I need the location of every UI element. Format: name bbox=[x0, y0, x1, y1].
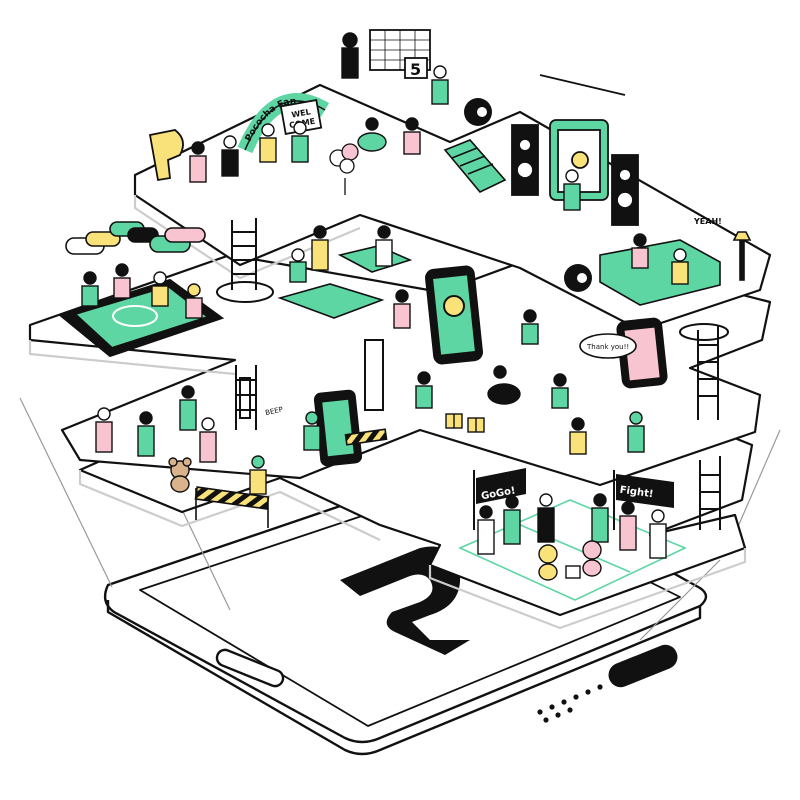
video-call-phone bbox=[425, 265, 668, 389]
pococha-logo-icon bbox=[148, 129, 184, 182]
stadium-floor bbox=[458, 499, 687, 601]
ladders bbox=[231, 218, 721, 530]
speaker-icon bbox=[511, 124, 539, 196]
pill-bubbles bbox=[65, 221, 206, 255]
green-staircase bbox=[443, 139, 507, 193]
person bbox=[537, 493, 555, 543]
people-crowd bbox=[81, 32, 689, 559]
yeah-text: YEAH! bbox=[693, 217, 722, 226]
person bbox=[185, 283, 203, 319]
person bbox=[627, 411, 645, 453]
calendar-board: 5 bbox=[369, 29, 431, 79]
welcome-sign-line1: WEL bbox=[291, 107, 312, 119]
left-phone bbox=[57, 278, 225, 358]
person bbox=[631, 233, 649, 269]
door-phone bbox=[313, 389, 363, 467]
person bbox=[179, 385, 197, 431]
person bbox=[563, 169, 581, 211]
side-button-icon bbox=[215, 648, 285, 688]
person bbox=[95, 407, 113, 453]
person bbox=[113, 263, 131, 299]
person bbox=[521, 309, 539, 345]
person bbox=[551, 373, 569, 409]
person bbox=[619, 501, 637, 551]
welcome-sign: WEL COME bbox=[279, 99, 323, 135]
speaker-grille-icon bbox=[537, 684, 603, 723]
person bbox=[189, 141, 207, 183]
person bbox=[649, 509, 667, 559]
green-couch bbox=[599, 231, 752, 306]
flag-right-text: Fight! bbox=[619, 485, 654, 501]
calendar-number: 5 bbox=[410, 60, 421, 79]
cheer-flag-right: Fight! bbox=[613, 470, 674, 530]
person bbox=[221, 135, 239, 177]
thank-you-text: Thank you!! bbox=[586, 343, 629, 351]
ring-objects bbox=[464, 98, 592, 292]
gift-icon bbox=[445, 413, 485, 433]
person bbox=[375, 225, 393, 267]
person bbox=[591, 493, 609, 543]
person bbox=[487, 365, 521, 405]
cheer-flag-left: GoGo! bbox=[473, 468, 526, 530]
person bbox=[291, 121, 309, 163]
teddy-bear-icon bbox=[168, 457, 192, 493]
person bbox=[137, 411, 155, 457]
mascots bbox=[538, 540, 602, 581]
person bbox=[503, 495, 521, 545]
person bbox=[259, 123, 277, 163]
person bbox=[393, 289, 411, 329]
person bbox=[289, 248, 307, 283]
person bbox=[569, 417, 587, 455]
person bbox=[311, 225, 329, 271]
person bbox=[81, 271, 99, 307]
thank-you-bubble: Thank you!! bbox=[579, 333, 637, 359]
pococha-logo-icon bbox=[340, 546, 470, 655]
person bbox=[249, 455, 267, 495]
person bbox=[431, 65, 449, 105]
person bbox=[403, 117, 421, 155]
person bbox=[477, 505, 495, 555]
charging-port-icon bbox=[608, 644, 678, 688]
stage-area bbox=[511, 74, 639, 226]
caution-barriers bbox=[194, 428, 388, 528]
person bbox=[199, 417, 217, 463]
person bbox=[357, 117, 387, 152]
person bbox=[151, 271, 169, 307]
person bbox=[415, 371, 433, 409]
person bbox=[303, 411, 321, 451]
beep-text: BEEP bbox=[264, 405, 283, 417]
support-pillars bbox=[216, 281, 729, 419]
person bbox=[671, 248, 689, 285]
balloon-icon bbox=[329, 143, 359, 195]
speaker-icon bbox=[611, 154, 639, 226]
person bbox=[341, 32, 359, 79]
